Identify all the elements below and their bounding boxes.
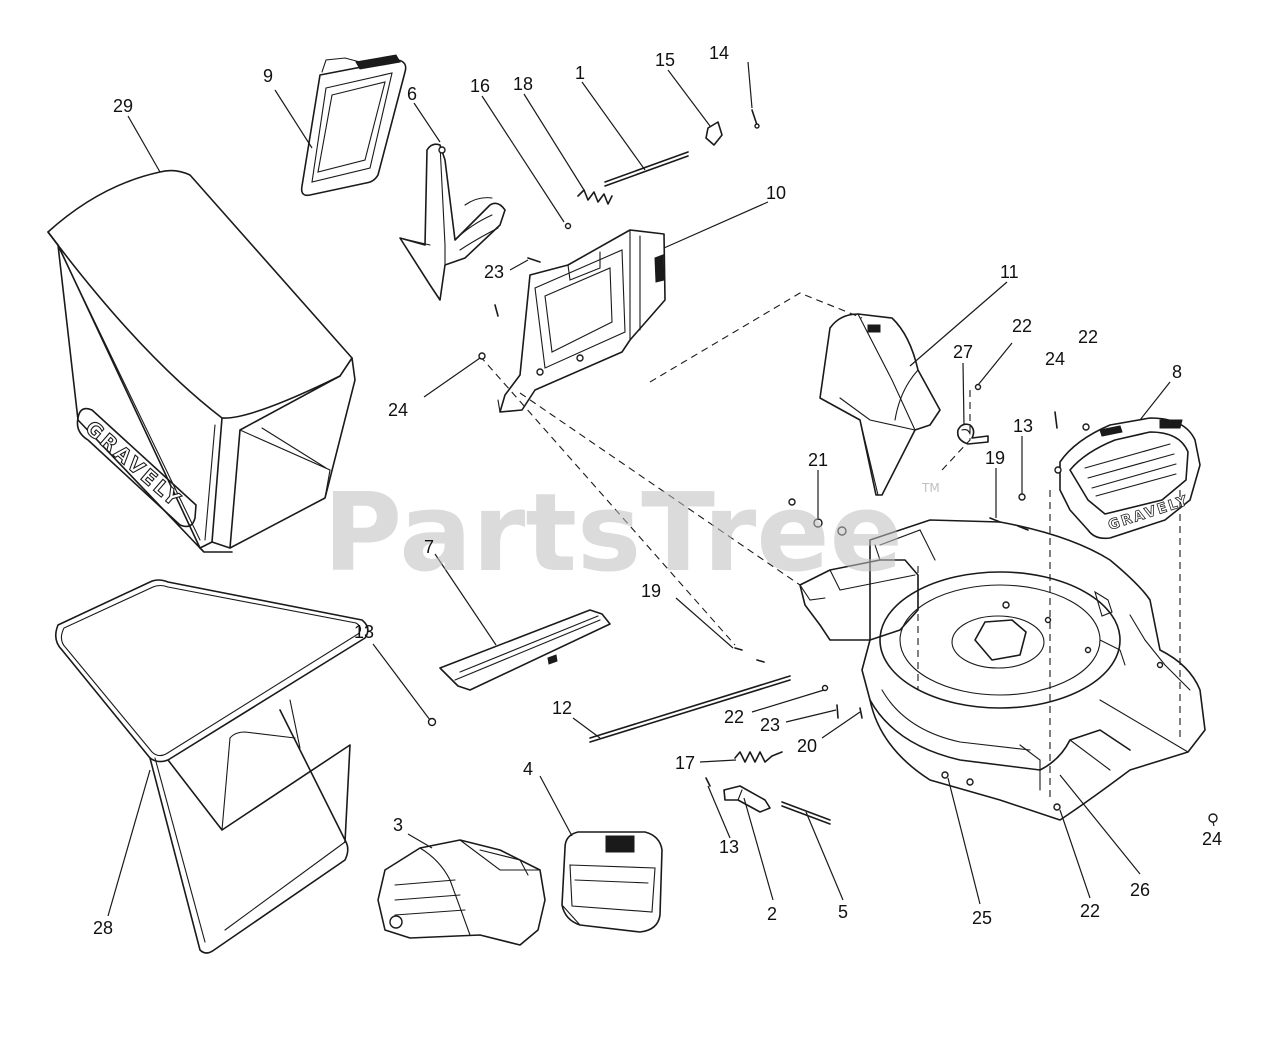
callout-28: 28	[93, 918, 113, 938]
callout-labels: 9 29 6 16 18 1 15 14 10 23 11 22 22 27 2…	[93, 43, 1222, 938]
callout-8: 8	[1172, 362, 1182, 382]
callout-15: 15	[655, 50, 675, 70]
part-9-door-frame	[300, 54, 407, 197]
callout-1: 1	[575, 63, 585, 83]
callout-22a: 22	[1012, 316, 1032, 336]
part-24-nut-left	[478, 352, 486, 360]
callout-2: 2	[767, 904, 777, 924]
part-29-grass-bag: GRAVELY	[47, 169, 356, 553]
callout-13a: 13	[1013, 416, 1033, 436]
callout-17: 17	[675, 753, 695, 773]
callout-25: 25	[972, 908, 992, 928]
callout-23b: 23	[760, 715, 780, 735]
leader-lines	[107, 61, 1215, 917]
part-8-rear-cover: GRAVELY	[1054, 417, 1201, 540]
callout-21: 21	[808, 450, 828, 470]
part-1-rod	[604, 151, 689, 187]
part-4-door	[561, 831, 663, 933]
part-23-screws-top	[494, 257, 541, 317]
part-15-clip	[705, 121, 723, 146]
part-28-bag-frame	[54, 579, 369, 954]
callout-19a: 19	[985, 448, 1005, 468]
callout-24b: 24	[388, 400, 408, 420]
part-10-rear-door	[497, 229, 666, 413]
callout-24c: 24	[1202, 829, 1222, 849]
callout-12: 12	[552, 698, 572, 718]
watermark-text: PartsTree	[323, 471, 903, 596]
callout-7: 7	[424, 537, 434, 557]
callout-13b: 13	[354, 622, 374, 642]
part-18-spring	[577, 189, 613, 205]
callout-16: 16	[470, 76, 490, 96]
callout-4: 4	[523, 759, 533, 779]
part-17-spring	[734, 751, 783, 763]
callout-10: 10	[766, 183, 786, 203]
callout-18: 18	[513, 74, 533, 94]
callout-5: 5	[838, 902, 848, 922]
alignment-lines	[479, 292, 1181, 800]
bag-brand-panel: GRAVELY	[76, 407, 197, 528]
callout-29: 29	[113, 96, 133, 116]
watermark: PartsTree TM	[323, 471, 940, 596]
part-3-guard	[377, 839, 546, 946]
bag-brand-text: GRAVELY	[81, 416, 187, 513]
part-6-bracket	[399, 143, 506, 301]
part-12-axle	[589, 675, 791, 743]
callout-14: 14	[709, 43, 729, 63]
part-14-screw	[751, 109, 760, 129]
callout-23a: 23	[484, 262, 504, 282]
callout-9: 9	[263, 66, 273, 86]
callout-26: 26	[1130, 880, 1150, 900]
watermark-tm: TM	[921, 481, 940, 495]
callout-3: 3	[393, 815, 403, 835]
callout-27: 27	[953, 342, 973, 362]
callout-22c: 22	[724, 707, 744, 727]
part-2-lever	[723, 785, 771, 813]
part-5-pin	[781, 801, 831, 825]
part-26-deck	[799, 519, 1206, 821]
cover-brand-text: GRAVELY	[1106, 493, 1191, 534]
callout-19b: 19	[641, 581, 661, 601]
callout-22b: 22	[1078, 327, 1098, 347]
part-16-pin	[564, 222, 572, 230]
callout-24a: 24	[1045, 349, 1065, 369]
callout-22d: 22	[1080, 901, 1100, 921]
callout-20: 20	[797, 736, 817, 756]
part-27-spring	[956, 423, 989, 445]
part-7-plate	[439, 609, 611, 691]
part-11-chute	[819, 313, 941, 496]
callout-11: 11	[1000, 262, 1019, 282]
callout-6: 6	[407, 84, 417, 104]
callout-13c: 13	[719, 837, 739, 857]
